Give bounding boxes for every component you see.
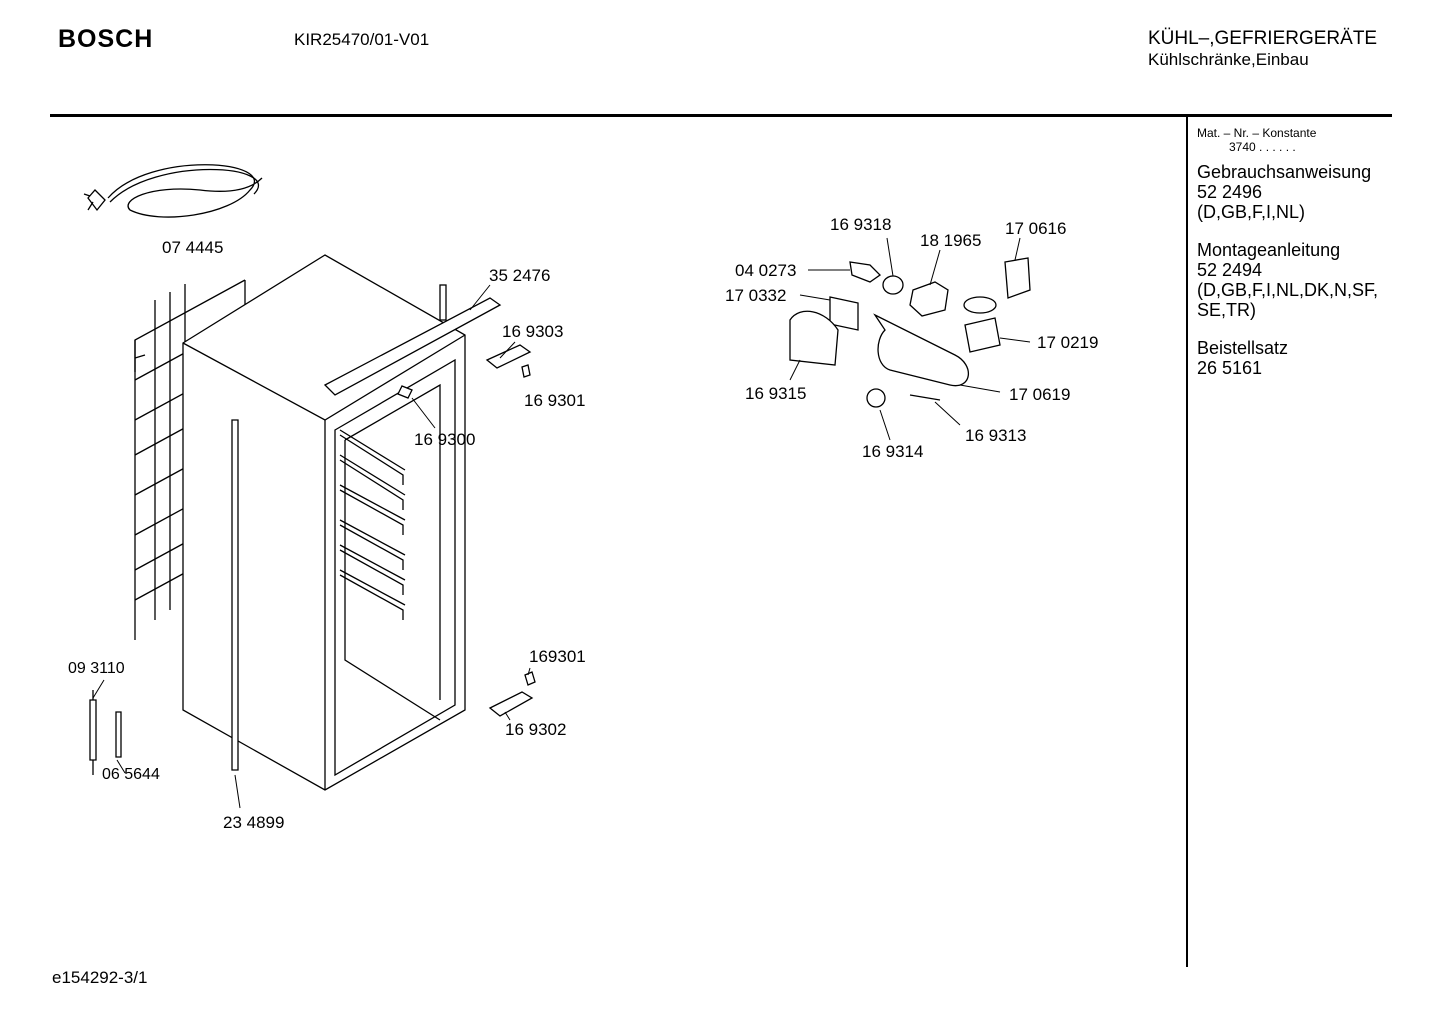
doc-languages: (D,GB,F,I,NL) (1197, 202, 1306, 222)
light-housing-icon (873, 313, 970, 387)
part-label-bracket-top: 35 2476 (489, 266, 551, 285)
part-label-switch-holder: 17 0616 (1005, 219, 1067, 238)
part-label-lamp-cover: 16 9315 (745, 384, 807, 403)
ring-icon (963, 296, 997, 314)
header-divider (50, 114, 1392, 117)
doc-title: Gebrauchsanweisung (1197, 162, 1372, 182)
pin-bottom-icon (524, 671, 536, 686)
pin-top-icon (521, 364, 531, 378)
category-subtitle: Kühlschränke,Einbau (1148, 50, 1309, 69)
doc-section-manual: Gebrauchsanweisung 52 2496 (D,GB,F,I,NL) (1197, 162, 1378, 222)
part-label-light-housing: 17 0619 (1009, 385, 1071, 404)
part-label-sensor-b: 06 5644 (102, 766, 160, 783)
door-strip-icon (231, 419, 239, 771)
bulb-holder-icon (882, 275, 904, 295)
brand-logo: BOSCH (58, 25, 154, 53)
doc-number: 26 5161 (1197, 358, 1263, 378)
doc-languages-cont: SE,TR) (1197, 300, 1257, 320)
doc-section-kit: Beistellsatz 26 5161 (1197, 338, 1378, 378)
knob-icon (866, 388, 886, 408)
document-code: e154292-3/1 (52, 968, 148, 987)
hinge-bottom-icon (488, 691, 534, 717)
part-label-thermo-clip: 16 9300 (414, 430, 476, 449)
part-label-socket: 18 1965 (920, 231, 982, 250)
part-label-bulb-holder: 16 9318 (830, 215, 892, 234)
doc-languages: (D,GB,F,I,NL,DK,N,SF, (1197, 280, 1379, 300)
part-label-knob: 16 9314 (862, 442, 924, 461)
diffuser-plate-icon (829, 296, 859, 331)
part-label-diffuser-plate: 17 0332 (725, 286, 787, 305)
doc-section-installation: Montageanleitung 52 2494 (D,GB,F,I,NL,DK… (1197, 240, 1378, 320)
hinge-top-icon (485, 344, 532, 369)
socket-icon (909, 281, 949, 317)
part-label-hinge-bottom: 16 9302 (505, 720, 567, 739)
part-label-thermostat: 17 0219 (1037, 333, 1099, 352)
doc-number: 52 2496 (1197, 182, 1263, 202)
part-label-sensor-a: 09 3110 (68, 660, 125, 677)
part-label-lamp: 04 0273 (735, 261, 797, 280)
mat-nr-constant: 3740 . . . . . . (1229, 140, 1296, 154)
doc-title: Beistellsatz (1197, 338, 1289, 358)
documentation-sidebar: Mat. – Nr. – Konstante 3740 . . . . . . … (1197, 126, 1378, 378)
top-bracket-icon (323, 284, 502, 396)
part-label-pin-top: 16 9301 (524, 391, 586, 410)
fridge-cabinet-icon (182, 254, 466, 791)
sidebar-divider (1186, 117, 1188, 967)
part-label-door-strip: 23 4899 (223, 813, 285, 832)
thermostat-icon (964, 317, 1001, 353)
part-label-pin-bottom: 169301 (529, 647, 586, 666)
lamp-cover-icon (789, 310, 839, 366)
doc-title: Montageanleitung (1197, 240, 1341, 260)
seal-icon (909, 394, 941, 401)
category-title: KÜHL–,GEFRIERGERÄTE (1148, 28, 1378, 49)
mat-nr-label: Mat. – Nr. – Konstante (1197, 126, 1317, 140)
model-number: KIR25470/01-V01 (294, 30, 430, 49)
thermostat-clip-icon (397, 385, 413, 399)
part-label-seal: 16 9313 (965, 426, 1027, 445)
leader-lines (92, 237, 1031, 809)
part-label-cable: 07 4445 (162, 238, 224, 257)
lamp-bulb-icon (849, 261, 882, 283)
part-label-hinge-top: 16 9303 (502, 322, 564, 341)
switch-holder-icon (1004, 257, 1031, 299)
doc-number: 52 2494 (1197, 260, 1263, 280)
temperature-sensor-icon (89, 690, 122, 775)
exploded-view-diagram (83, 164, 1031, 809)
power-cable-icon (83, 164, 263, 218)
